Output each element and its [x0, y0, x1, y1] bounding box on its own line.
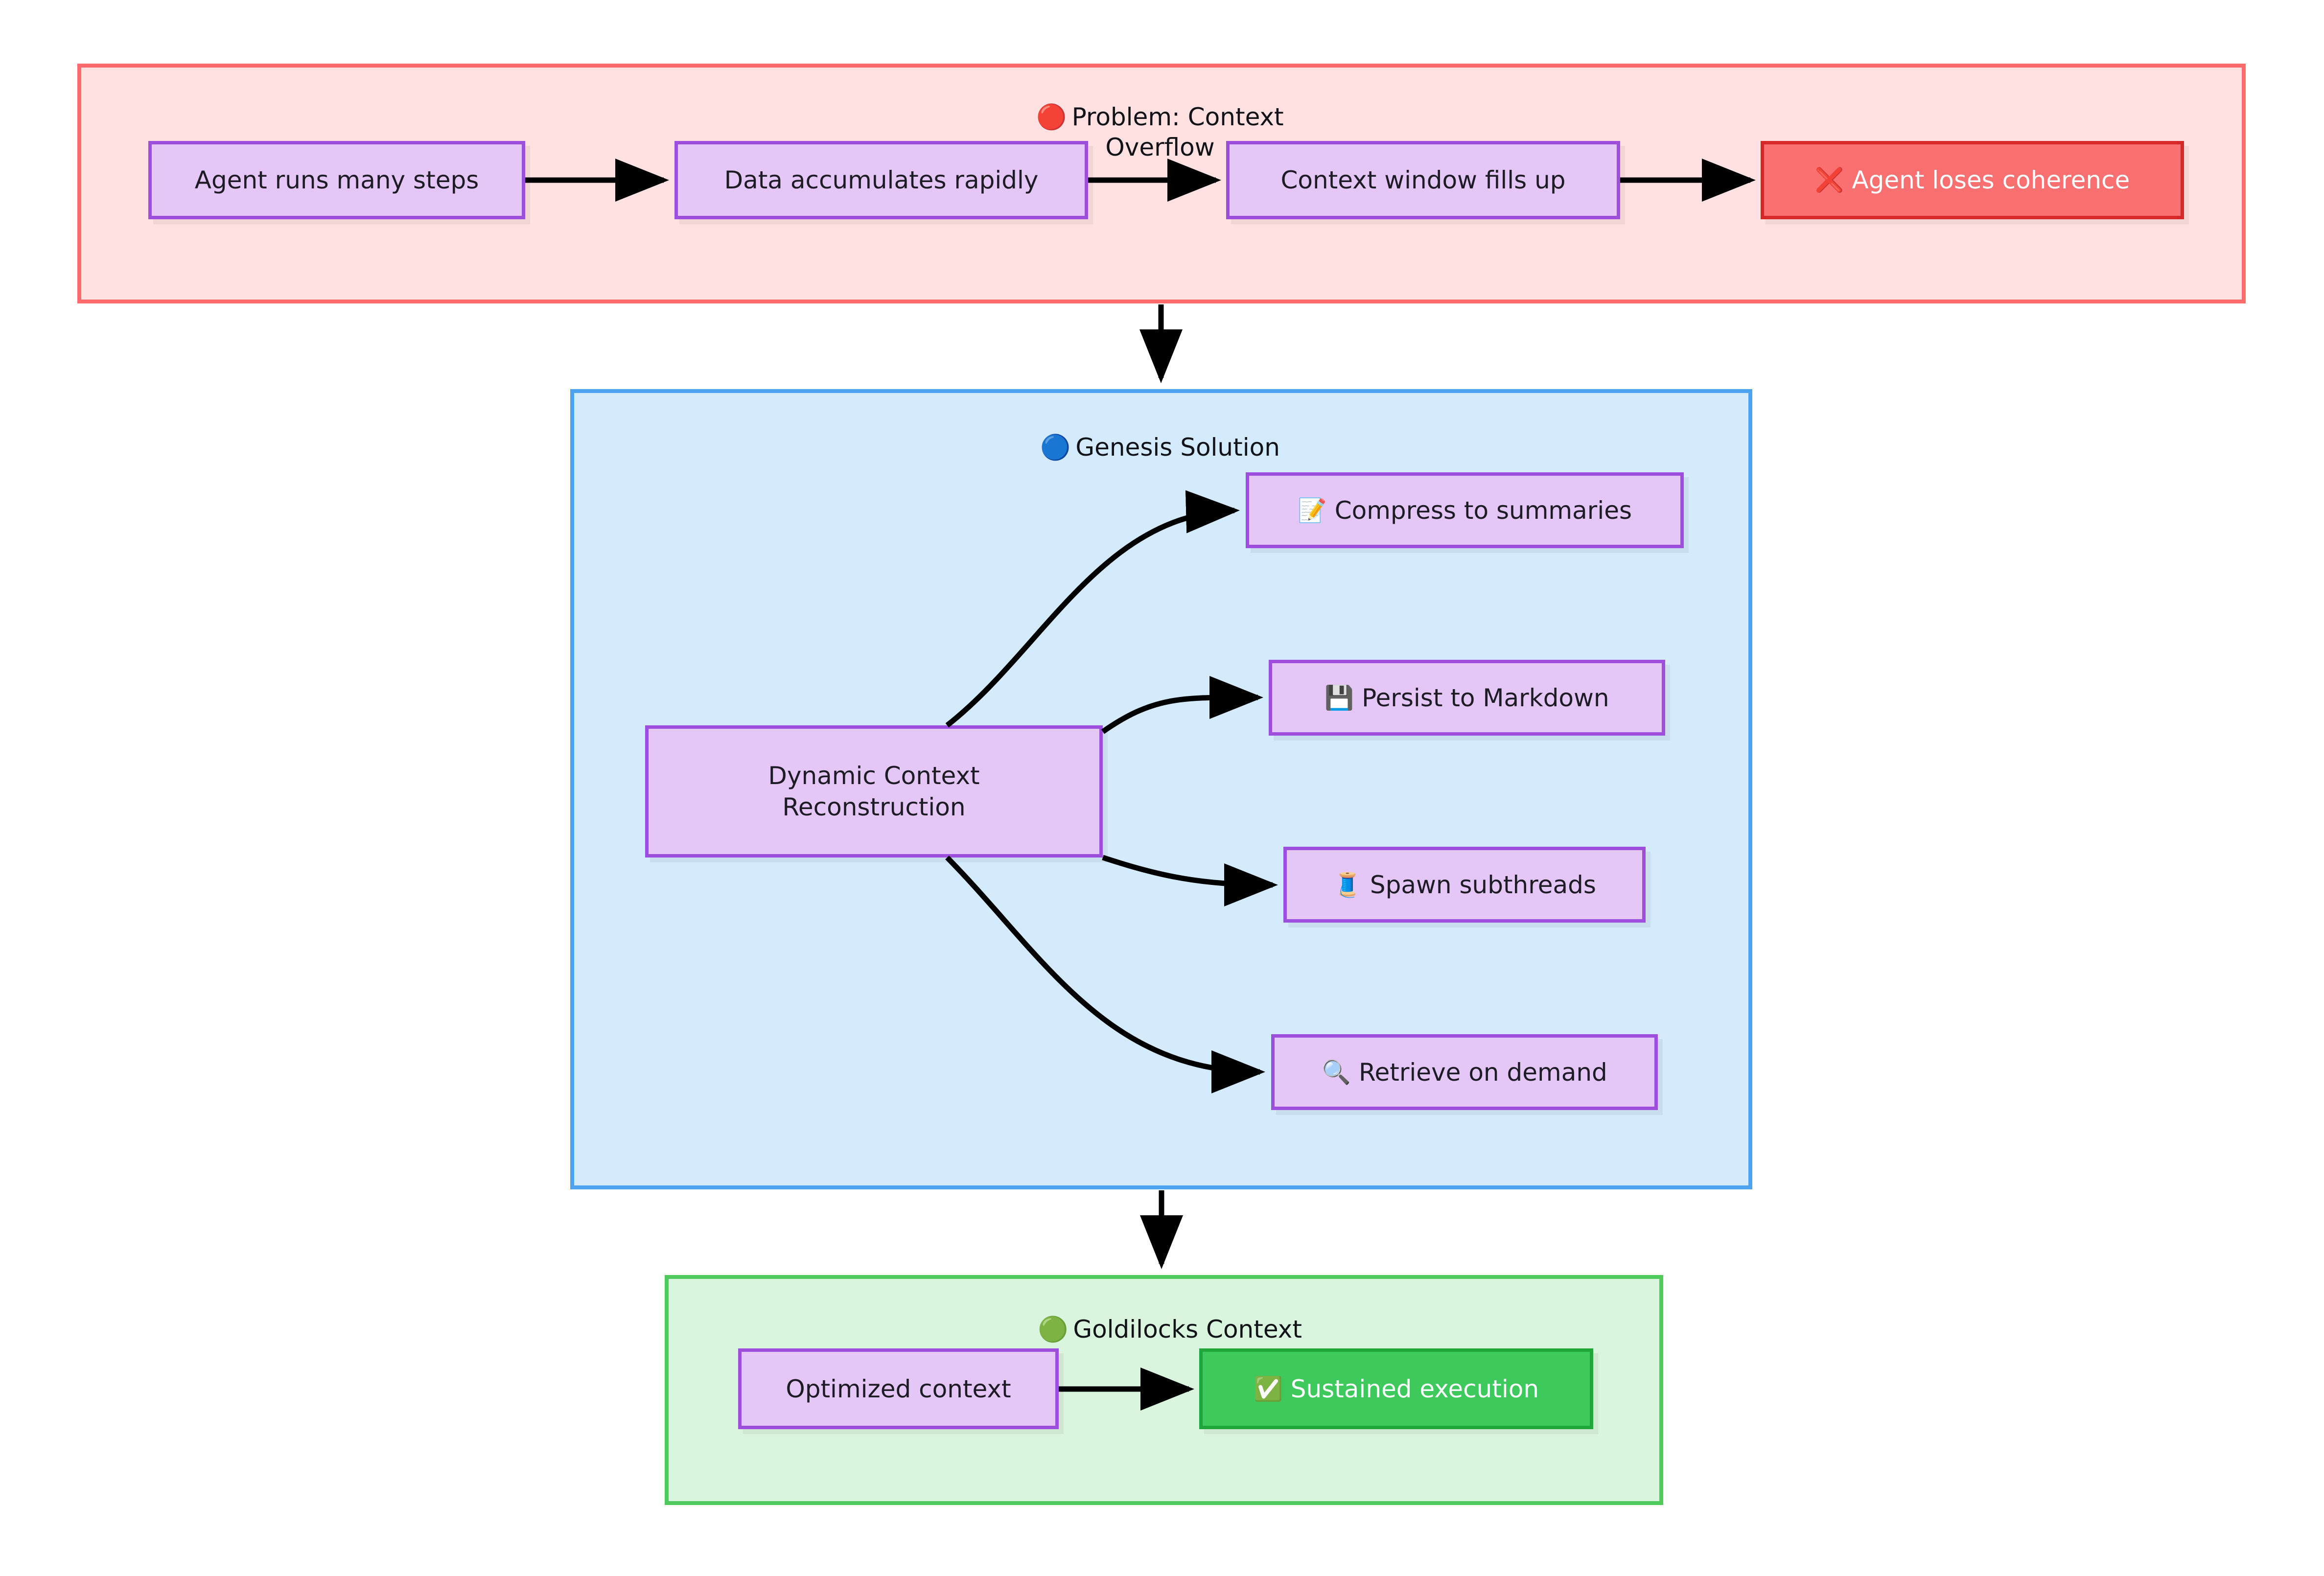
node-optimized-context[interactable]: Optimized context [738, 1348, 1059, 1429]
node-sustained-execution[interactable]: ✅ Sustained execution [1199, 1348, 1593, 1429]
cross-mark-icon: ❌ [1814, 166, 1844, 194]
node-label: Agent runs many steps [194, 166, 479, 194]
node-label: Persist to Markdown [1362, 683, 1609, 712]
node-persist-to-markdown[interactable]: 💾 Persist to Markdown [1269, 660, 1665, 736]
check-mark-button-icon: ✅ [1253, 1375, 1283, 1403]
node-label: Agent loses coherence [1852, 166, 2130, 194]
node-context-window-fills-up[interactable]: Context window fills up [1226, 141, 1620, 219]
red-circle-icon: 🔴 [1036, 102, 1067, 131]
node-label: Sustained execution [1290, 1374, 1539, 1403]
node-data-accumulates-rapidly[interactable]: Data accumulates rapidly [674, 141, 1088, 219]
thread-icon: 🧵 [1333, 871, 1362, 899]
node-label: Context window fills up [1280, 166, 1566, 194]
node-compress-to-summaries[interactable]: 📝 Compress to summaries [1246, 472, 1684, 548]
green-circle-icon: 🟢 [1038, 1315, 1069, 1344]
cluster-goldilocks-title: 🟢Goldilocks Context [974, 1283, 1366, 1344]
cluster-problem-title: 🔴Problem: Context Overflow [954, 71, 1366, 163]
node-label: Data accumulates rapidly [724, 166, 1039, 194]
cluster-solution-title-text: Genesis Solution [1075, 433, 1280, 462]
cluster-goldilocks-title-text: Goldilocks Context [1073, 1315, 1302, 1344]
cluster-solution-title: 🔵Genesis Solution [964, 401, 1356, 463]
node-label: Compress to summaries [1334, 496, 1632, 525]
node-dynamic-context-reconstruction[interactable]: Dynamic Context Reconstruction [645, 725, 1103, 858]
node-agent-runs-many-steps[interactable]: Agent runs many steps [148, 141, 525, 219]
node-agent-loses-coherence[interactable]: ❌ Agent loses coherence [1761, 141, 2184, 219]
node-label: Dynamic Context Reconstruction [768, 762, 980, 821]
cluster-problem-title-text: Problem: Context Overflow [1071, 102, 1284, 162]
node-label: Optimized context [786, 1374, 1011, 1403]
memo-icon: 📝 [1297, 496, 1327, 524]
node-retrieve-on-demand[interactable]: 🔍 Retrieve on demand [1271, 1034, 1658, 1110]
node-label: Spawn subthreads [1370, 870, 1596, 899]
blue-circle-icon: 🔵 [1040, 433, 1071, 462]
node-spawn-subthreads[interactable]: 🧵 Spawn subthreads [1283, 847, 1646, 923]
floppy-disk-icon: 💾 [1325, 684, 1354, 712]
node-label: Retrieve on demand [1359, 1058, 1607, 1087]
magnifying-glass-icon: 🔍 [1322, 1058, 1351, 1086]
